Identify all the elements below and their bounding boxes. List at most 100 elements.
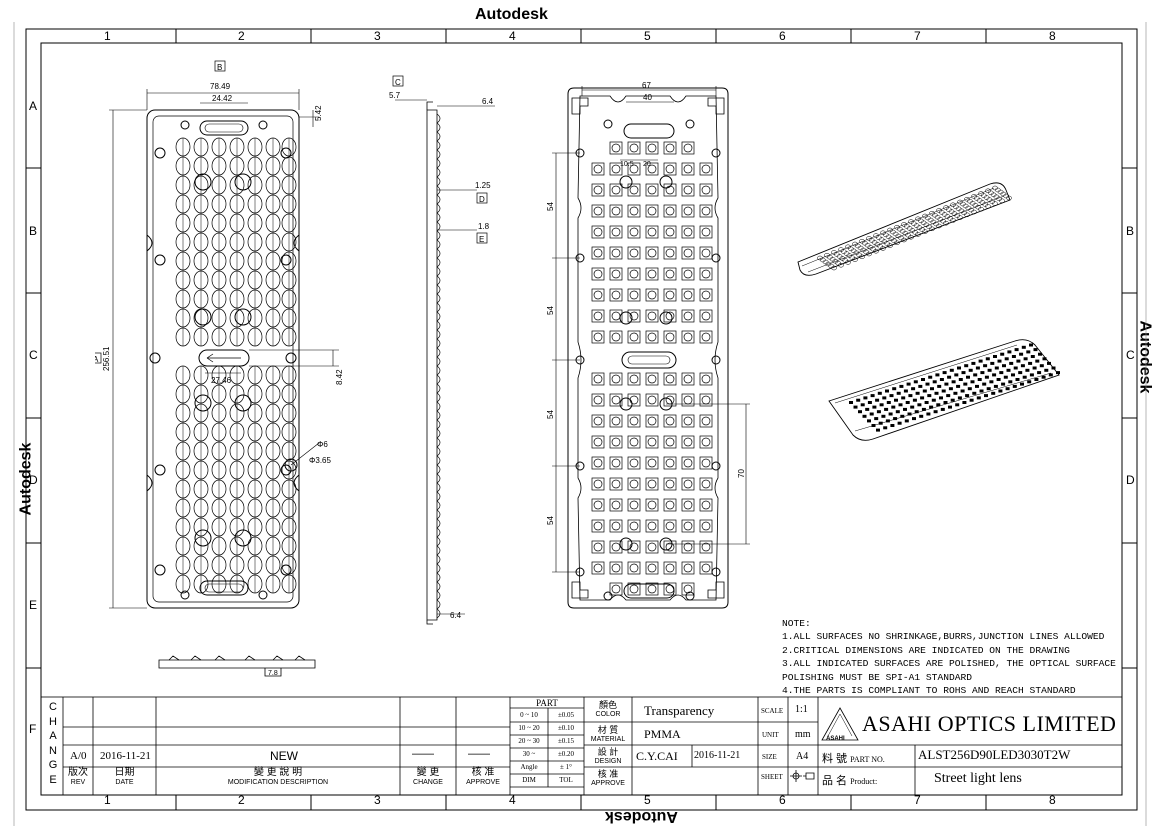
- lens-cell: [1014, 348, 1019, 352]
- lens-cell: [1023, 357, 1028, 361]
- lens-cell: [699, 372, 713, 386]
- lens-cell: [193, 403, 209, 423]
- lens-cell: [247, 194, 263, 214]
- lens-cell: [883, 426, 888, 430]
- lens-cell: [699, 498, 713, 512]
- dim-back-pitch3: 54: [546, 410, 555, 419]
- dim-front-hole-d: Φ6: [317, 440, 328, 449]
- lens-cell: [229, 251, 245, 271]
- lens-cell: [912, 417, 916, 421]
- lens-cell: [831, 265, 837, 271]
- lens-cell: [211, 289, 227, 309]
- lens-cell: [247, 460, 263, 480]
- lens-cell: [645, 582, 659, 596]
- dim-back-pitch2: 54: [546, 306, 555, 315]
- dim-front-inner: 24.42: [212, 94, 233, 103]
- lens-cell: [645, 288, 659, 302]
- label-product: 品 名 Product:: [822, 775, 878, 787]
- lens-cell: [943, 401, 948, 404]
- lens-cell: [645, 456, 659, 470]
- lens-cell: [627, 204, 641, 218]
- lens-cell: [894, 240, 900, 246]
- lens-cell: [645, 309, 659, 323]
- col-label: 3: [374, 793, 381, 807]
- lens-cell: [591, 414, 605, 428]
- lens-cell: [281, 213, 297, 233]
- lens-cell: [229, 232, 245, 252]
- lens-cell: [886, 401, 891, 404]
- lens-cell: [681, 204, 695, 218]
- lens-cell: [627, 540, 641, 554]
- lens-cell: [193, 536, 209, 556]
- lens-cell: [229, 422, 245, 442]
- lens-cell: [1048, 373, 1053, 377]
- lens-cell: [1022, 375, 1027, 379]
- lens-cell: [247, 137, 263, 157]
- lens-cell: [936, 403, 941, 407]
- lens-cell: [1004, 357, 1009, 361]
- lens-cell: [681, 540, 695, 554]
- dim-front-center: 27.46: [211, 376, 232, 385]
- lens-cell: [1032, 366, 1037, 370]
- lens-cell: [645, 435, 659, 449]
- lens-cell: [281, 479, 297, 499]
- lens-cell: [591, 372, 605, 386]
- lens-cell: [681, 246, 695, 260]
- lens-cell: [265, 232, 281, 252]
- note-line: 3.ALL INDICATED SURFACES ARE POLISHED, T…: [782, 658, 1116, 670]
- rev-value: A/0: [70, 750, 87, 762]
- lens-cell: [211, 251, 227, 271]
- lens-cell: [931, 398, 936, 402]
- lens-cell: [663, 540, 677, 554]
- lens-cell: [663, 456, 677, 470]
- lens-cell: [912, 398, 917, 402]
- row-label: D: [1126, 473, 1135, 487]
- lens-cell: [969, 398, 974, 402]
- col-label: 8: [1049, 29, 1056, 43]
- lens-cell: [627, 393, 641, 407]
- lens-cell: [627, 246, 641, 260]
- lens-cell: [1042, 357, 1047, 361]
- lens-cell: [591, 246, 605, 260]
- lens-cell: [609, 477, 623, 491]
- lens-cell: [281, 137, 297, 157]
- label-color: 顏色 COLOR: [595, 700, 621, 718]
- rev-change: ——: [412, 748, 434, 760]
- lens-cell: [932, 380, 937, 384]
- lens-cell: [247, 308, 263, 328]
- lens-cell: [265, 498, 281, 518]
- lens-cell: [921, 407, 926, 411]
- lens-cell: [881, 414, 886, 418]
- lens-cell: [1018, 371, 1023, 375]
- lens-cell: [591, 435, 605, 449]
- lens-cell: [591, 456, 605, 470]
- lens-cell: [1029, 373, 1034, 377]
- lens-cell: [281, 555, 297, 575]
- lens-cell: [211, 517, 227, 537]
- dim-side-bottom: 6.4: [450, 611, 462, 620]
- lens-cell: [645, 204, 659, 218]
- lens-cell: [929, 405, 934, 409]
- lens-cell: [927, 394, 932, 398]
- lens-cell: [699, 267, 713, 281]
- col-label: 3: [374, 29, 381, 43]
- lens-cell: [175, 156, 191, 176]
- lens-cell: [609, 162, 623, 176]
- lens-cell: [265, 403, 281, 423]
- lens-cell: [627, 183, 641, 197]
- dim-back-pitch1: 54: [546, 202, 555, 211]
- lens-cell: [957, 396, 962, 400]
- lens-cell: [935, 373, 940, 377]
- lens-cell: [211, 479, 227, 499]
- lens-cell: [699, 414, 713, 428]
- lens-cell: [947, 375, 952, 379]
- lens-cell: [984, 375, 989, 379]
- front-view: 78.49 24.42 5.42 256.51 27.46 8.42 Φ6 Φ3…: [95, 60, 344, 609]
- lens-cell: [229, 460, 245, 480]
- lens-cell: [281, 441, 297, 461]
- lens-cell: [699, 540, 713, 554]
- lens-cell: [1007, 350, 1012, 354]
- lens-cell: [281, 308, 297, 328]
- label-scale: SCALE: [761, 707, 784, 715]
- lens-cell: [859, 254, 865, 260]
